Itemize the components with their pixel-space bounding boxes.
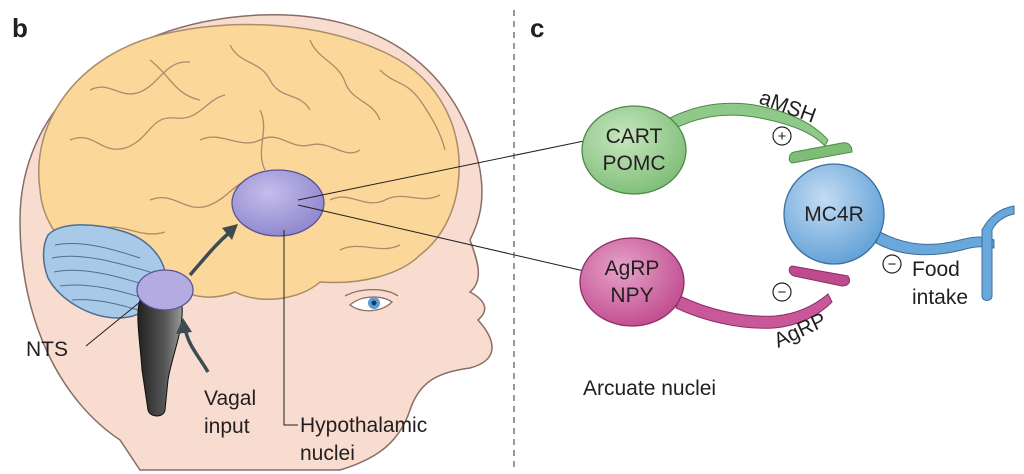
agrp-label-line2: NPY	[610, 284, 653, 307]
hypothalamic-label-line1: Hypothalamic	[300, 414, 427, 437]
agrp-terminal	[788, 265, 851, 287]
projection-line-pomc	[297, 140, 585, 201]
projection-arrow	[188, 230, 232, 277]
vagal-arrow-head	[176, 318, 192, 334]
mc4r-neuron	[783, 163, 885, 265]
agrp-label-line1: AgRP	[605, 257, 660, 280]
hypothalamic-leader-line	[283, 230, 298, 426]
projection-arrow-head	[222, 224, 238, 240]
minus-sign-food-circle	[882, 254, 902, 274]
plus-sign: +	[778, 128, 787, 145]
minus-sign-agrp-circle	[772, 282, 792, 302]
plus-sign-circle	[772, 126, 792, 146]
projection-line-agrp	[297, 204, 585, 272]
agrp-axon	[675, 293, 833, 329]
pomc-neuron	[581, 105, 687, 195]
vagal-label-line2: input	[204, 415, 250, 438]
food-intake-label-line2: intake	[912, 286, 968, 309]
agrp-neuron	[579, 237, 685, 327]
panel-label-b: b	[12, 13, 28, 43]
food-intake-label-line1: Food	[912, 258, 960, 281]
minus-sign-food: −	[888, 256, 897, 273]
pomc-axon	[669, 102, 829, 147]
vagal-label-line1: Vagal	[204, 387, 256, 410]
nts-nucleus	[136, 269, 194, 311]
pomc-label-line2: POMC	[603, 152, 666, 175]
eye-icon	[344, 288, 399, 312]
nts-leader-line	[85, 301, 141, 347]
mc4r-label: MC4R	[804, 203, 864, 226]
hypothalamic-label-line2: nuclei	[300, 442, 355, 465]
pomc-label-line1: CART	[606, 125, 663, 148]
panel-label-c: c	[530, 13, 544, 43]
mc4r-axon	[875, 231, 995, 256]
amsh-terminal	[788, 142, 853, 164]
nts-label: NTS	[26, 338, 68, 361]
food-intake-terminal	[981, 205, 1015, 301]
arcuate-nuclei-label: Arcuate nuclei	[583, 377, 716, 400]
minus-sign-agrp: −	[778, 284, 787, 301]
hypothalamic-nucleus	[231, 169, 325, 237]
